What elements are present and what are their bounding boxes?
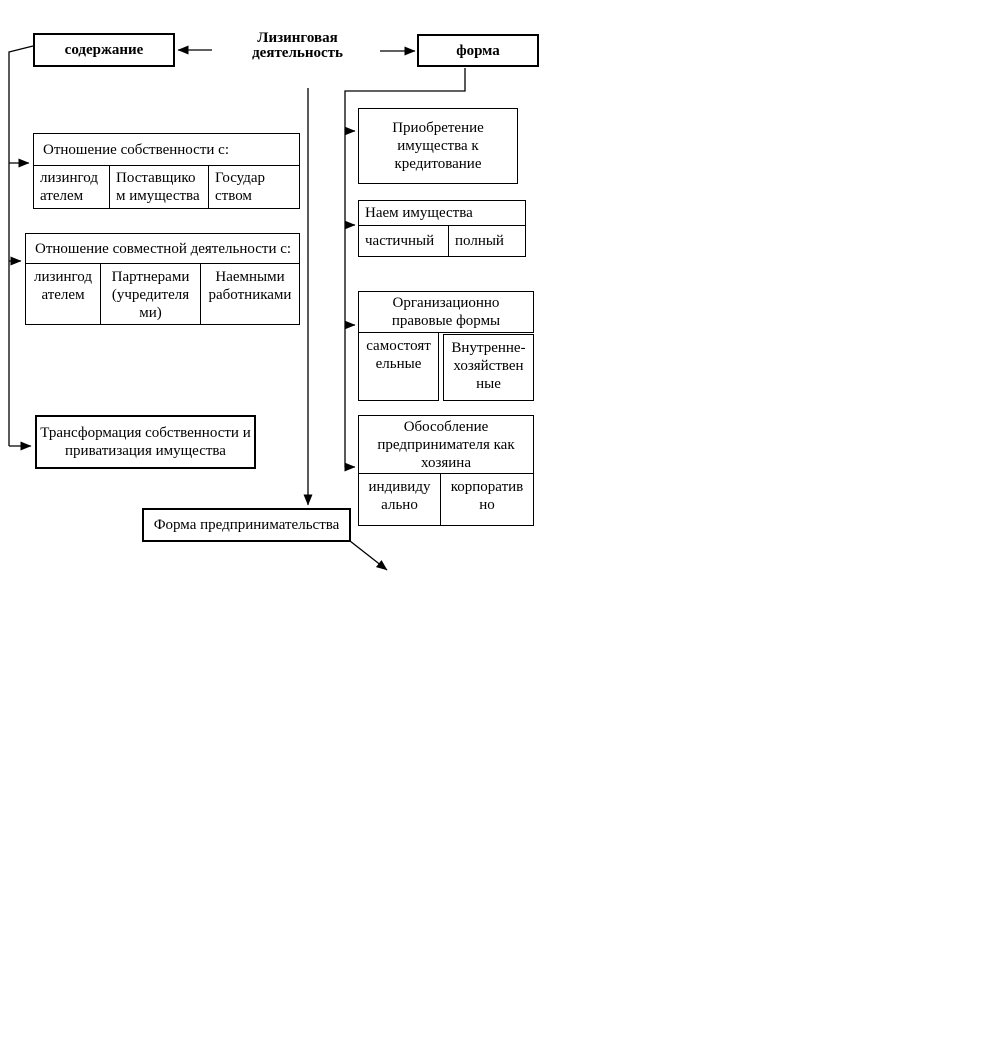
table-cell: Внутренне- хозяйствен ные <box>443 334 534 401</box>
table-cell: Государ ством <box>208 165 300 209</box>
content-box: содержание <box>33 33 175 67</box>
diagram-title: Лизинговая деятельность <box>252 30 343 61</box>
arrow-diagonal-out <box>349 540 388 571</box>
transformation-box: Трансформация собственности и приватизац… <box>35 415 256 469</box>
table-cell: полный <box>448 225 526 257</box>
entrepreneurship-form-box: Форма предпринимательства <box>142 508 351 542</box>
ownership-table-header: Отношение собственности с: <box>33 133 300 166</box>
table-cell: лизингод ателем <box>25 263 101 325</box>
joint-activity-table-header: Отношение совместной деятельности с: <box>25 233 300 264</box>
connector-content-branch <box>8 45 34 446</box>
form-box: форма <box>417 34 539 67</box>
hire-table-header: Наем имущества <box>358 200 526 226</box>
table-cell: Партнерами (учредителя ми) <box>100 263 201 325</box>
connector-form-branch <box>344 68 466 472</box>
table-cell: Наемными работниками <box>200 263 300 325</box>
table-cell: индивиду ально <box>358 473 441 526</box>
table-cell: частичный <box>358 225 449 257</box>
table-cell: лизингод ателем <box>33 165 110 209</box>
acquisition-box: Приобретение имущества к кредитование <box>358 108 518 184</box>
table-cell: корпоратив но <box>440 473 534 526</box>
table-cell: самостоят ельные <box>358 332 439 401</box>
table-cell: Поставщико м имущества <box>109 165 209 209</box>
org-forms-table-header: Организационно правовые формы <box>358 291 534 333</box>
separation-table-header: Обособление предпринимателя как хозяина <box>358 415 534 474</box>
